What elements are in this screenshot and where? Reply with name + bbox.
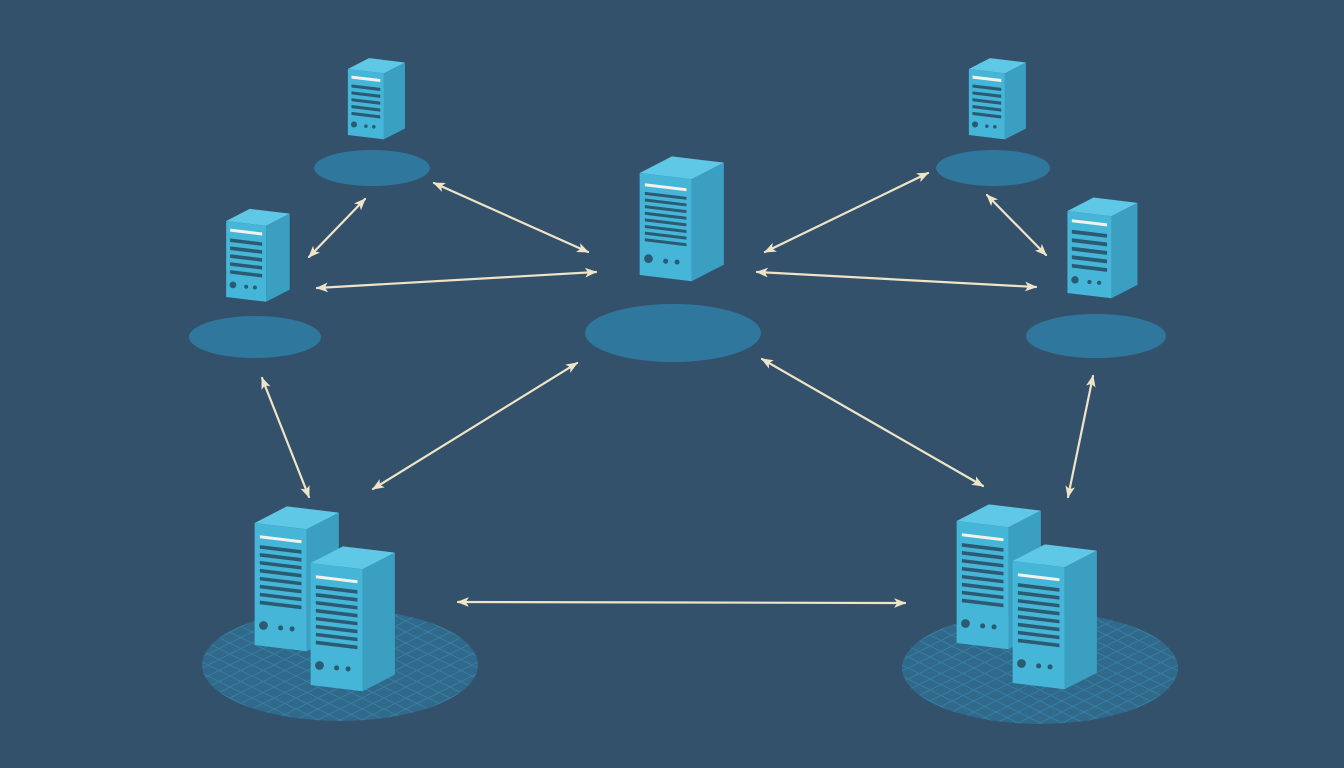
node-mid-left bbox=[226, 208, 290, 302]
node-mid-left-platform bbox=[189, 316, 321, 358]
link-center-to-bottom-right bbox=[760, 357, 985, 488]
link-bottom-left-to-bottom-right bbox=[456, 597, 907, 608]
node-top-right-platform bbox=[936, 150, 1050, 186]
link-mid-left-to-bottom-left bbox=[260, 376, 311, 499]
link-top-right-to-mid-right bbox=[985, 193, 1048, 257]
link-mid-right-to-bottom-right bbox=[1065, 374, 1096, 499]
link-top-left-to-mid-left bbox=[307, 197, 367, 259]
node-bottom-right bbox=[956, 504, 1097, 690]
server-cluster-icon bbox=[956, 504, 1097, 690]
server-icon bbox=[226, 208, 290, 302]
server-icon bbox=[1067, 197, 1138, 299]
node-center bbox=[639, 156, 724, 282]
node-top-left-platform bbox=[314, 150, 430, 186]
node-bottom-left bbox=[254, 506, 395, 692]
server-icon bbox=[968, 58, 1026, 140]
node-center-platform bbox=[585, 304, 761, 362]
link-center-to-bottom-left bbox=[371, 361, 579, 491]
node-top-right bbox=[968, 58, 1026, 140]
link-center-to-mid-right bbox=[755, 267, 1038, 292]
server-cluster-icon bbox=[254, 506, 395, 692]
link-top-left-to-center bbox=[432, 181, 590, 254]
server-icon bbox=[347, 58, 405, 140]
server-icon bbox=[639, 156, 724, 282]
link-center-to-top-right bbox=[763, 171, 930, 254]
node-mid-right-platform bbox=[1026, 314, 1166, 358]
link-mid-left-to-center bbox=[315, 267, 598, 293]
node-mid-right bbox=[1067, 197, 1138, 299]
node-top-left bbox=[347, 58, 405, 140]
